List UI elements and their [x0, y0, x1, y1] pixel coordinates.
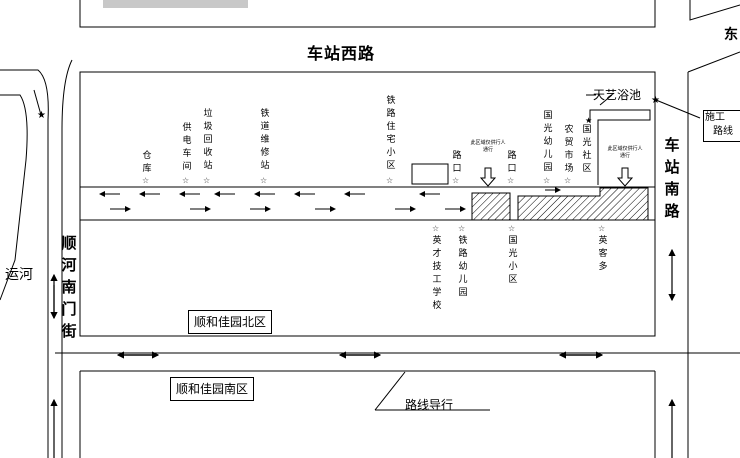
place-star: ☆: [543, 176, 551, 185]
top-right-fragment: 东: [724, 27, 738, 43]
river-label: 运河: [5, 267, 33, 283]
place-star: ☆: [432, 224, 440, 233]
north-district-label: 顺和佳园北区: [188, 310, 272, 334]
place-star: ☆: [182, 176, 190, 185]
construction-label-2: 路线: [713, 126, 733, 137]
place-star: ☆: [564, 176, 572, 185]
road-top-label: 车站西路: [307, 44, 376, 63]
place-star: ☆: [386, 176, 394, 185]
place-cangku: 仓库: [142, 151, 152, 174]
place-star: ☆: [203, 176, 211, 185]
road-right-label: 车站南路: [664, 136, 680, 220]
south-district-label: 顺和佳园南区: [170, 377, 254, 401]
place-market: 农贸市场: [564, 125, 574, 174]
place-zhuzhai: 铁路住宅小区: [386, 96, 396, 171]
place-star: ☆: [458, 224, 466, 233]
star-marker-bath: ★: [585, 116, 592, 125]
down-arrow-right: [616, 167, 634, 187]
small-building: [411, 163, 449, 185]
road-left-label: 顺河南门街: [61, 234, 77, 340]
grey-strip: [103, 0, 248, 8]
place-yingkeduo: 英客多: [598, 236, 608, 272]
place-guoguang-kindergarten: 国光幼儿园: [543, 111, 553, 173]
place-yingcai-school: 英才技工学校: [432, 236, 442, 311]
top-block-outline: [79, 0, 656, 28]
hatched-area-left: [471, 192, 511, 221]
main-block: [79, 71, 656, 337]
place-tiedao: 铁道维修站: [260, 109, 270, 171]
bath-label: 天艺浴池: [593, 88, 642, 102]
place-star: ☆: [598, 224, 606, 233]
star-marker-left: ★: [37, 110, 46, 121]
place-star: ☆: [508, 224, 516, 233]
place-railway-kindergarten: 铁路幼儿园: [458, 236, 468, 298]
place-lukou-2: 路口: [507, 151, 517, 174]
place-lukou-1: 路口: [452, 151, 462, 174]
place-star: ☆: [260, 176, 268, 185]
star-marker-right: ★: [651, 95, 660, 106]
construction-box: 施工 路线: [703, 110, 740, 142]
place-guoguang-residence: 国光小区: [508, 236, 518, 285]
construction-label-1: 施工: [705, 112, 725, 123]
route-guide-label: 路线导行: [405, 398, 454, 412]
place-guoguang-community: 国光社区: [582, 125, 592, 174]
hatched-area-right: [517, 187, 649, 221]
place-star: ☆: [507, 176, 515, 185]
place-gongdian: 供电车间: [182, 123, 192, 172]
pedestrian-notice-left: 此区域仅供行人通行: [470, 140, 506, 153]
place-star: ☆: [142, 176, 150, 185]
down-arrow-left: [479, 167, 497, 187]
pedestrian-notice-right: 此区域仅供行人通行: [607, 146, 643, 159]
place-laji: 垃圾回收站: [203, 109, 213, 171]
place-star: ☆: [452, 176, 460, 185]
